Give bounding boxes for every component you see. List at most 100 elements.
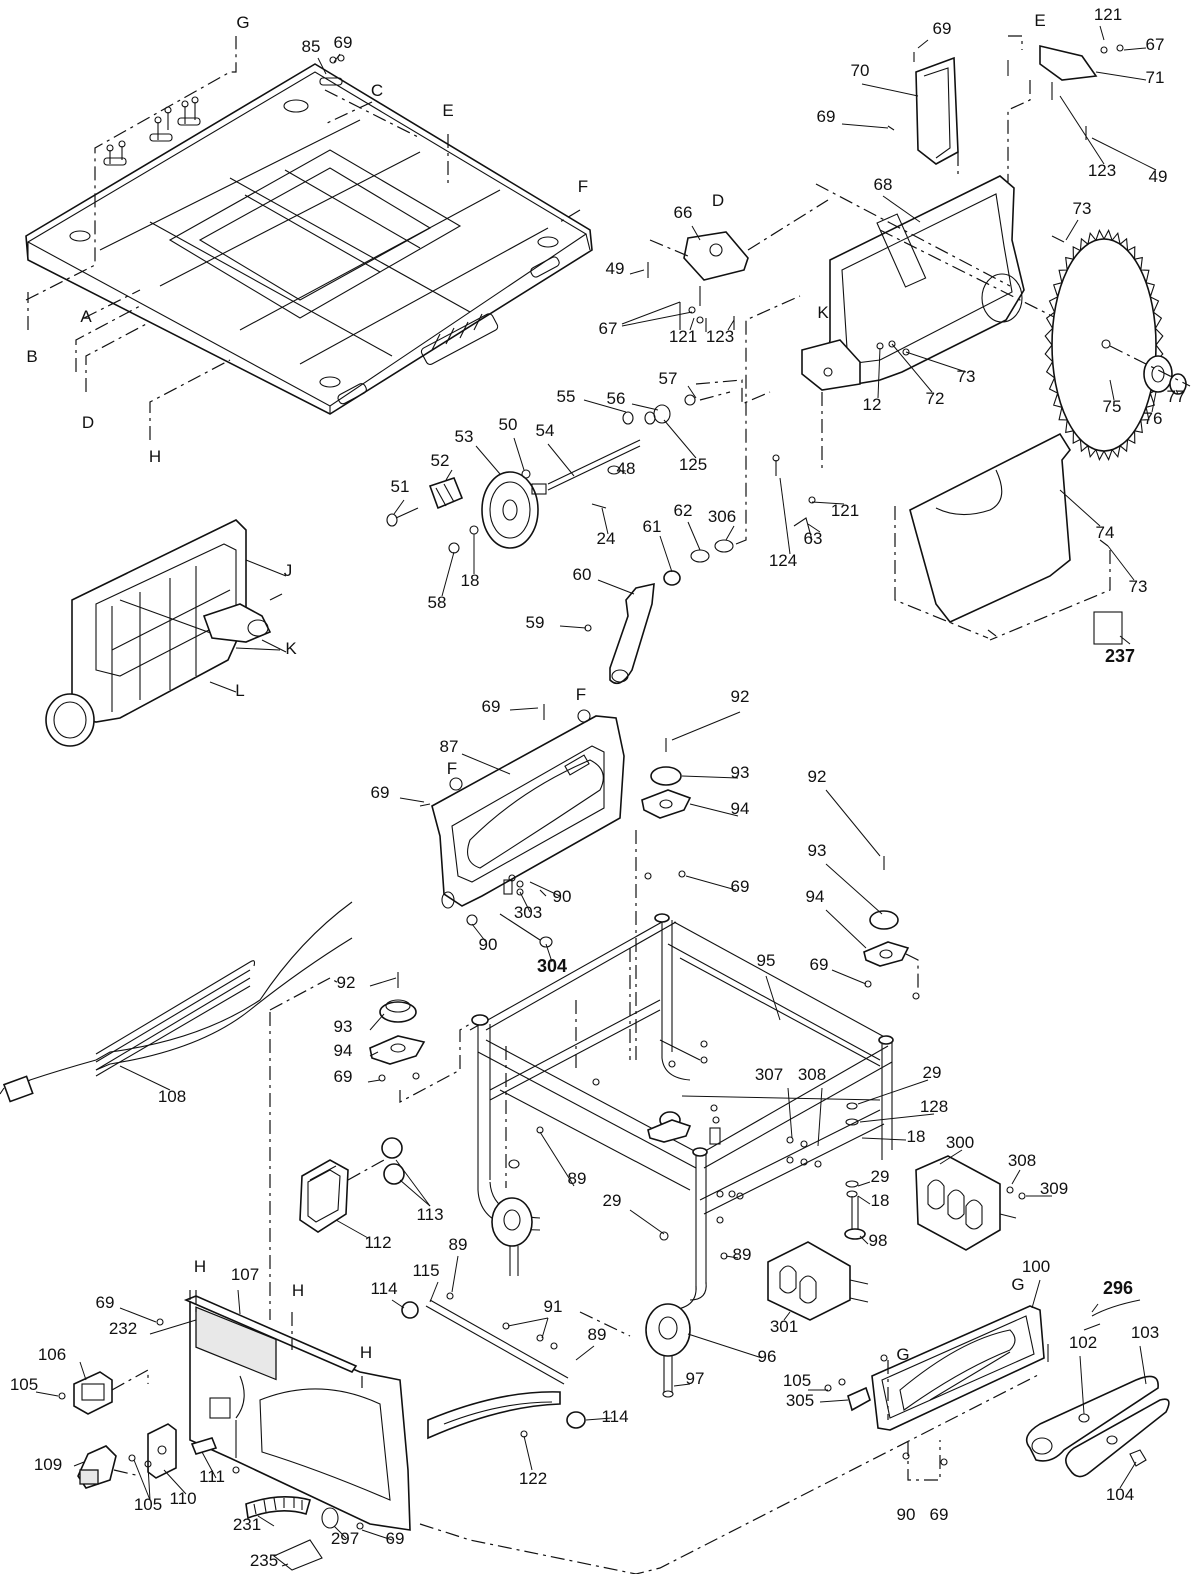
callout-94: 94 bbox=[806, 887, 825, 906]
callout-105: 105 bbox=[783, 1371, 811, 1390]
callout-74: 74 bbox=[1096, 523, 1115, 542]
blade-flange-76 bbox=[1143, 355, 1173, 393]
callout-98: 98 bbox=[869, 1231, 888, 1250]
callout-111: 111 bbox=[199, 1467, 225, 1486]
callout-304: 304 bbox=[537, 956, 567, 976]
callout-69: 69 bbox=[334, 33, 353, 52]
blade-guard-bracket-70 bbox=[887, 52, 959, 176]
callout-94: 94 bbox=[731, 799, 750, 818]
callout-53: 53 bbox=[455, 427, 474, 446]
callout-K: K bbox=[285, 639, 297, 658]
callout-232: 232 bbox=[109, 1319, 137, 1338]
callout-108: 108 bbox=[158, 1087, 186, 1106]
callout-E: E bbox=[442, 101, 453, 120]
callout-51: 51 bbox=[391, 477, 410, 496]
callout-69: 69 bbox=[386, 1529, 405, 1548]
callout-73: 73 bbox=[1073, 199, 1092, 218]
callout-58: 58 bbox=[428, 593, 447, 612]
callout-112: 112 bbox=[364, 1233, 391, 1252]
callout-H: H bbox=[292, 1281, 304, 1300]
callout-92: 92 bbox=[337, 973, 356, 992]
callout-69: 69 bbox=[482, 697, 501, 716]
callout-109: 109 bbox=[34, 1455, 62, 1474]
callout-69: 69 bbox=[930, 1505, 949, 1524]
callout-73: 73 bbox=[957, 367, 976, 386]
callout-G: G bbox=[896, 1345, 909, 1364]
callout-296: 296 bbox=[1103, 1278, 1133, 1298]
label-237 bbox=[1093, 611, 1123, 645]
callout-72: 72 bbox=[926, 389, 945, 408]
callout-76: 76 bbox=[1144, 409, 1163, 428]
callout-52: 52 bbox=[431, 451, 450, 470]
callout-69: 69 bbox=[731, 877, 750, 896]
callout-96: 96 bbox=[758, 1347, 777, 1366]
callout-56: 56 bbox=[607, 389, 626, 408]
foot-mount-center bbox=[635, 738, 692, 1060]
callout-124: 124 bbox=[769, 551, 797, 570]
callout-297: 297 bbox=[331, 1529, 359, 1548]
callout-67: 67 bbox=[1146, 35, 1165, 54]
callout-110: 110 bbox=[169, 1489, 196, 1508]
callout-106: 106 bbox=[38, 1345, 66, 1364]
callout-59: 59 bbox=[526, 613, 545, 632]
callout-122: 122 bbox=[519, 1469, 547, 1488]
knob-52 bbox=[428, 477, 464, 510]
callout-F: F bbox=[576, 685, 586, 704]
callout-H: H bbox=[194, 1257, 206, 1276]
callout-100: 100 bbox=[1022, 1257, 1050, 1276]
callout-69: 69 bbox=[96, 1293, 115, 1312]
motor-carriage-68 bbox=[801, 175, 1081, 391]
callout-89: 89 bbox=[449, 1235, 468, 1254]
callout-75: 75 bbox=[1103, 397, 1122, 416]
callout-48: 48 bbox=[617, 459, 636, 478]
callout-18: 18 bbox=[871, 1191, 890, 1210]
callout-89: 89 bbox=[733, 1245, 752, 1264]
callout-D: D bbox=[82, 413, 94, 432]
callout-102: 102 bbox=[1069, 1333, 1097, 1352]
callout-308: 308 bbox=[1008, 1151, 1036, 1170]
callout-61: 61 bbox=[643, 517, 662, 536]
foot-mount-right bbox=[863, 856, 920, 1000]
callout-89: 89 bbox=[568, 1169, 587, 1188]
motor-housing bbox=[45, 519, 283, 747]
callout-C: C bbox=[371, 81, 383, 100]
callout-94: 94 bbox=[334, 1041, 353, 1060]
callout-123: 123 bbox=[1088, 161, 1116, 180]
foot-mount-left bbox=[369, 972, 471, 1103]
bracket-300 bbox=[915, 1155, 1026, 1251]
callout-71: 71 bbox=[1146, 68, 1165, 87]
callout-231: 231 bbox=[233, 1515, 261, 1534]
callout-49: 49 bbox=[1149, 167, 1168, 186]
miter-gauge-assembly bbox=[401, 1292, 586, 1440]
rear-panel-87 bbox=[419, 704, 625, 948]
stand-frame-95 bbox=[469, 913, 894, 1311]
callout-114: 114 bbox=[601, 1407, 628, 1426]
callout-306: 306 bbox=[708, 507, 736, 526]
callout-H: H bbox=[360, 1343, 372, 1362]
callout-G: G bbox=[1011, 1275, 1024, 1294]
callout-123: 123 bbox=[706, 327, 734, 346]
callout-93: 93 bbox=[731, 763, 750, 782]
callout-54: 54 bbox=[536, 421, 555, 440]
callout-55: 55 bbox=[557, 387, 576, 406]
trunnion-bracket-66 bbox=[647, 199, 829, 332]
callout-92: 92 bbox=[808, 767, 827, 786]
callout-12: 12 bbox=[863, 395, 882, 414]
callout-125: 125 bbox=[679, 455, 707, 474]
callout-115: 115 bbox=[412, 1261, 439, 1280]
callout-F: F bbox=[447, 759, 457, 778]
callout-E: E bbox=[1034, 11, 1045, 30]
callout-29: 29 bbox=[603, 1191, 622, 1210]
callout-87: 87 bbox=[440, 737, 459, 756]
callout-73: 73 bbox=[1129, 577, 1148, 596]
callout-114: 114 bbox=[370, 1279, 397, 1298]
callout-77: 77 bbox=[1167, 387, 1186, 406]
callout-69: 69 bbox=[334, 1067, 353, 1086]
leveling-foot-98 bbox=[844, 1102, 866, 1240]
wrenches bbox=[1025, 1299, 1170, 1478]
callout-66: 66 bbox=[674, 203, 693, 222]
callout-69: 69 bbox=[371, 783, 390, 802]
table-top-assembly bbox=[25, 36, 593, 440]
callout-121: 121 bbox=[1094, 5, 1122, 24]
